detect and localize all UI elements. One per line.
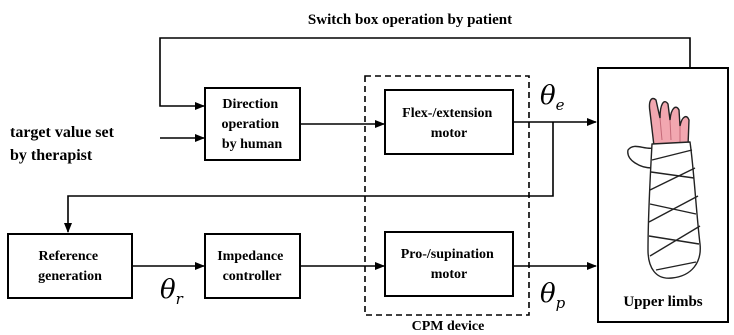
impedance-controller-label: Impedance controller: [217, 249, 287, 284]
impedance-controller-block: [204, 233, 301, 299]
patient-switch-feedback-line: [159, 37, 691, 110]
flex-extension-motor-label: Flex-/extension motor: [402, 106, 496, 141]
upper-limbs-label: Upper limbs: [623, 294, 702, 310]
pro-supination-motor-block: [384, 231, 514, 297]
reference-generation-block: [7, 233, 133, 299]
therapist-input-label: target value set by therapist: [10, 124, 118, 164]
therapist-input-line-1: target value set: [10, 124, 115, 141]
theta-p-symbol: θp: [540, 279, 566, 312]
theta-r-symbol: θr: [160, 275, 184, 308]
direction-operation-label: Direction operation by human: [221, 97, 282, 152]
theta-e-symbol: θe: [540, 81, 565, 114]
pro-supination-motor-label: Pro-/supination motor: [401, 247, 498, 282]
top-feedback-label: Switch box operation by patient: [308, 12, 512, 28]
cpm-device-label: CPM device: [412, 319, 485, 334]
reference-generation-label: Reference generation: [38, 249, 102, 284]
bandaged-arm-illustration: [627, 97, 701, 279]
theta-e-feedback-line: [64, 122, 554, 233]
flex-extension-motor-block: [384, 89, 514, 155]
therapist-input-line-2: by therapist: [10, 147, 93, 164]
